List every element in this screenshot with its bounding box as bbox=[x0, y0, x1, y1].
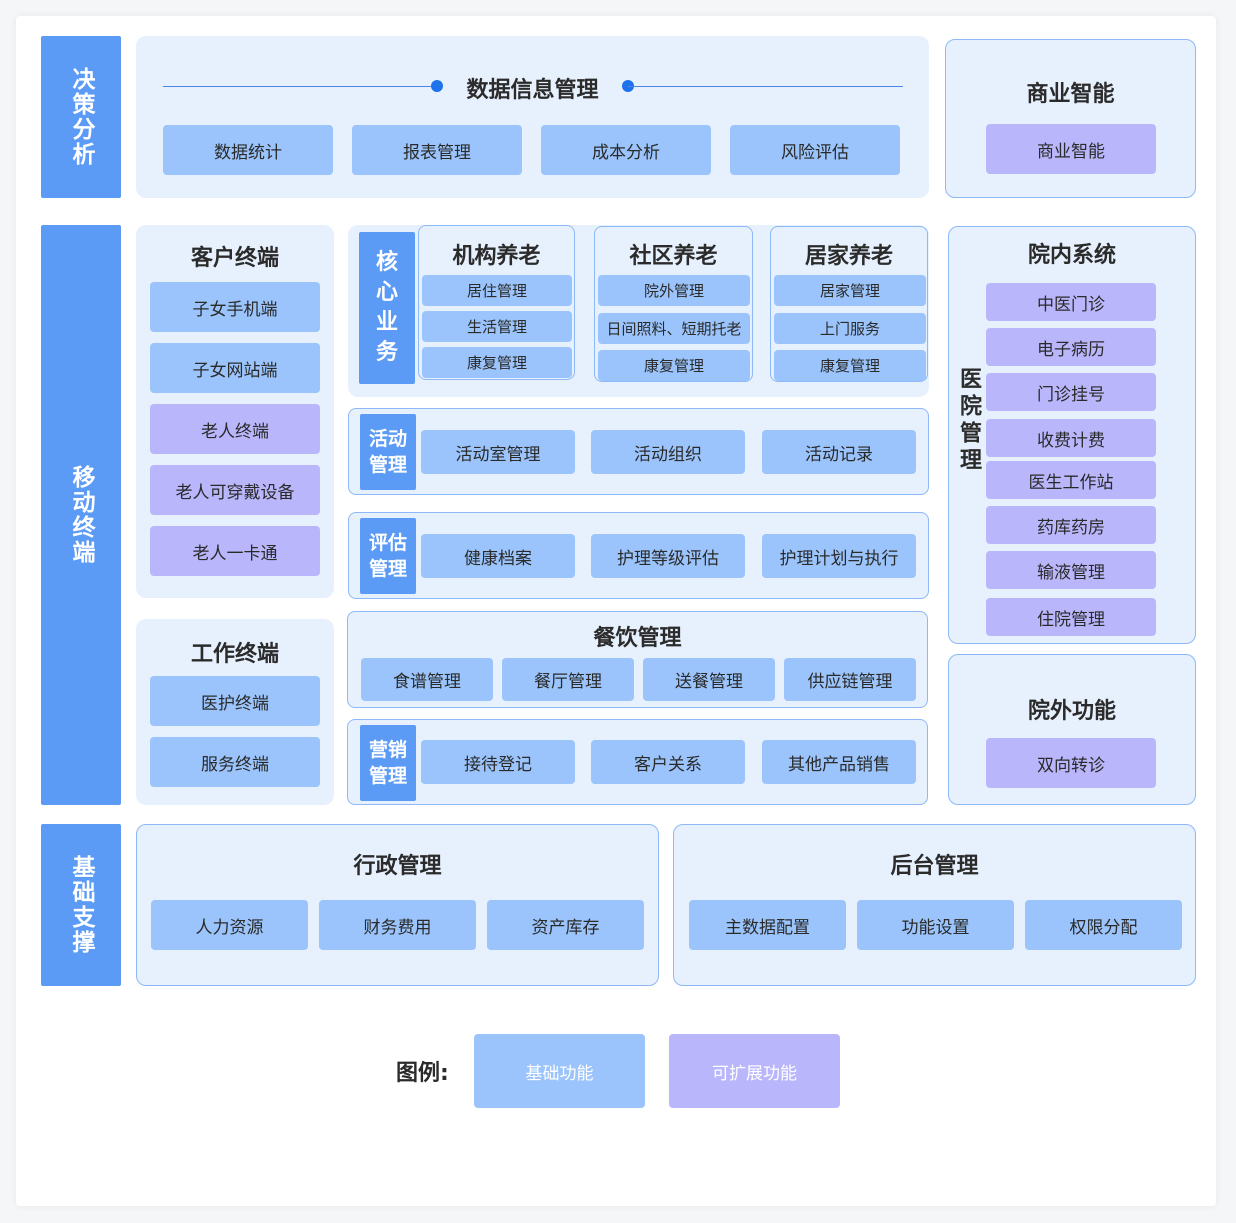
marketing-mgmt-label: 营销管理 bbox=[360, 725, 416, 801]
residence-mgmt-button[interactable]: 居住管理 bbox=[422, 275, 572, 306]
activity-record-button[interactable]: 活动记录 bbox=[762, 430, 916, 474]
hospital-side-label: 医院管理 bbox=[956, 367, 981, 475]
activity-mgmt-label: 活动管理 bbox=[360, 414, 416, 490]
admin-mgmt-panel: 行政管理 人力资源 财务费用 资产库存 bbox=[136, 824, 659, 986]
service-terminal-button[interactable]: 服务终端 bbox=[150, 737, 320, 787]
admin-mgmt-title: 行政管理 bbox=[353, 854, 442, 879]
medical-terminal-button[interactable]: 医护终端 bbox=[150, 676, 320, 726]
client-terminal-title: 客户终端 bbox=[190, 246, 279, 271]
life-mgmt-button[interactable]: 生活管理 bbox=[422, 311, 572, 342]
elder-card-button[interactable]: 老人一卡通 bbox=[150, 526, 320, 576]
legend-label: 图例: bbox=[396, 1061, 449, 1086]
master-data-button[interactable]: 主数据配置 bbox=[689, 900, 846, 950]
pharmacy-button[interactable]: 药库药房 bbox=[986, 506, 1156, 544]
institution-care-title: 机构养老 bbox=[452, 244, 541, 269]
infusion-mgmt-button[interactable]: 输液管理 bbox=[986, 551, 1156, 589]
title-line-left bbox=[163, 86, 438, 87]
legend-extended-swatch: 可扩展功能 bbox=[669, 1034, 840, 1108]
outside-function-title: 院外功能 bbox=[1027, 699, 1116, 724]
activity-room-button[interactable]: 活动室管理 bbox=[421, 430, 575, 474]
home-mgmt-button[interactable]: 居家管理 bbox=[774, 275, 926, 306]
data-stats-button[interactable]: 数据统计 bbox=[163, 125, 333, 175]
legend-base-swatch: 基础功能 bbox=[474, 1034, 645, 1108]
other-sales-button[interactable]: 其他产品销售 bbox=[762, 740, 916, 784]
title-line-right bbox=[628, 86, 903, 87]
data-info-title: 数据信息管理 bbox=[466, 78, 599, 103]
outpatient-mgmt-button[interactable]: 院外管理 bbox=[598, 275, 750, 306]
community-care-group: 社区养老 院外管理 日间照料、短期托老 康复管理 bbox=[594, 226, 753, 382]
work-terminal-panel: 工作终端 医护终端 服务终端 bbox=[136, 619, 334, 805]
supply-chain-button[interactable]: 供应链管理 bbox=[784, 658, 916, 701]
home-visit-button[interactable]: 上门服务 bbox=[774, 313, 926, 344]
recipe-mgmt-button[interactable]: 食谱管理 bbox=[361, 658, 493, 701]
home-care-group: 居家养老 居家管理 上门服务 康复管理 bbox=[770, 226, 928, 382]
title-dot-left bbox=[431, 80, 443, 92]
client-terminal-panel: 客户终端 子女手机端 子女网站端 老人终端 老人可穿戴设备 老人一卡通 bbox=[136, 225, 334, 598]
catering-title: 餐饮管理 bbox=[593, 626, 682, 651]
referral-button[interactable]: 双向转诊 bbox=[986, 738, 1156, 788]
data-info-panel: 数据信息管理 数据统计 报表管理 成本分析 风险评估 bbox=[136, 36, 929, 198]
hospital-system-title: 院内系统 bbox=[1027, 243, 1116, 268]
backend-mgmt-panel: 后台管理 主数据配置 功能设置 权限分配 bbox=[673, 824, 1196, 986]
sidebar-decision-analysis: 决策分析 bbox=[41, 36, 121, 198]
permission-button[interactable]: 权限分配 bbox=[1025, 900, 1182, 950]
catering-mgmt-panel: 餐饮管理 食谱管理 餐厅管理 送餐管理 供应链管理 bbox=[347, 611, 928, 708]
finance-button[interactable]: 财务费用 bbox=[319, 900, 476, 950]
emr-button[interactable]: 电子病历 bbox=[986, 328, 1156, 366]
assess-mgmt-label: 评估管理 bbox=[360, 518, 416, 594]
inventory-button[interactable]: 资产库存 bbox=[487, 900, 644, 950]
activity-org-button[interactable]: 活动组织 bbox=[591, 430, 745, 474]
report-mgmt-button[interactable]: 报表管理 bbox=[352, 125, 522, 175]
elder-wearable-button[interactable]: 老人可穿戴设备 bbox=[150, 465, 320, 515]
hospital-system-panel: 院内系统 医院管理 中医门诊 电子病历 门诊挂号 收费计费 医生工作站 药库药房… bbox=[948, 226, 1196, 644]
marketing-mgmt-panel: 营销管理 接待登记 客户关系 其他产品销售 bbox=[347, 719, 928, 805]
tcm-clinic-button[interactable]: 中医门诊 bbox=[986, 283, 1156, 321]
sidebar-label: 决策分析 bbox=[68, 67, 94, 167]
community-care-title: 社区养老 bbox=[629, 244, 718, 269]
billing-button[interactable]: 收费计费 bbox=[986, 419, 1156, 457]
child-mobile-button[interactable]: 子女手机端 bbox=[150, 282, 320, 332]
day-care-button[interactable]: 日间照料、短期托老 bbox=[598, 313, 750, 344]
hr-button[interactable]: 人力资源 bbox=[151, 900, 308, 950]
risk-assess-button[interactable]: 风险评估 bbox=[730, 125, 900, 175]
doctor-station-button[interactable]: 医生工作站 bbox=[986, 461, 1156, 499]
health-record-button[interactable]: 健康档案 bbox=[421, 534, 575, 578]
bi-title: 商业智能 bbox=[1026, 82, 1115, 107]
backend-mgmt-title: 后台管理 bbox=[890, 854, 979, 879]
work-terminal-title: 工作终端 bbox=[190, 642, 279, 667]
elder-terminal-button[interactable]: 老人终端 bbox=[150, 404, 320, 454]
function-settings-button[interactable]: 功能设置 bbox=[857, 900, 1014, 950]
institution-care-group: 机构养老 居住管理 生活管理 康复管理 bbox=[418, 225, 575, 380]
bi-button[interactable]: 商业智能 bbox=[986, 124, 1156, 174]
sidebar-base-support: 基础支撑 bbox=[41, 824, 121, 986]
rehab-mgmt-button[interactable]: 康复管理 bbox=[598, 350, 750, 381]
activity-mgmt-panel: 活动管理 活动室管理 活动组织 活动记录 bbox=[348, 408, 929, 495]
sidebar-mobile-terminal: 移动终端 bbox=[41, 225, 121, 805]
delivery-mgmt-button[interactable]: 送餐管理 bbox=[643, 658, 775, 701]
assess-mgmt-panel: 评估管理 健康档案 护理等级评估 护理计划与执行 bbox=[348, 512, 929, 599]
hospital-side-label-wrap: 医院管理 bbox=[949, 367, 987, 507]
inpatient-mgmt-button[interactable]: 住院管理 bbox=[986, 598, 1156, 636]
rehab-mgmt-button[interactable]: 康复管理 bbox=[422, 347, 572, 378]
cost-analysis-button[interactable]: 成本分析 bbox=[541, 125, 711, 175]
bi-panel: 商业智能 商业智能 bbox=[945, 39, 1196, 198]
sidebar-label: 移动终端 bbox=[68, 465, 94, 565]
sidebar-label: 基础支撑 bbox=[68, 855, 94, 955]
care-level-button[interactable]: 护理等级评估 bbox=[591, 534, 745, 578]
core-business-label: 核心业务 bbox=[359, 232, 415, 384]
customer-relation-button[interactable]: 客户关系 bbox=[591, 740, 745, 784]
rehab-mgmt-button[interactable]: 康复管理 bbox=[774, 350, 926, 381]
child-web-button[interactable]: 子女网站端 bbox=[150, 343, 320, 393]
reception-button[interactable]: 接待登记 bbox=[421, 740, 575, 784]
care-plan-button[interactable]: 护理计划与执行 bbox=[762, 534, 916, 578]
registration-button[interactable]: 门诊挂号 bbox=[986, 373, 1156, 411]
restaurant-mgmt-button[interactable]: 餐厅管理 bbox=[502, 658, 634, 701]
home-care-title: 居家养老 bbox=[804, 244, 893, 269]
outside-function-panel: 院外功能 双向转诊 bbox=[948, 654, 1196, 805]
